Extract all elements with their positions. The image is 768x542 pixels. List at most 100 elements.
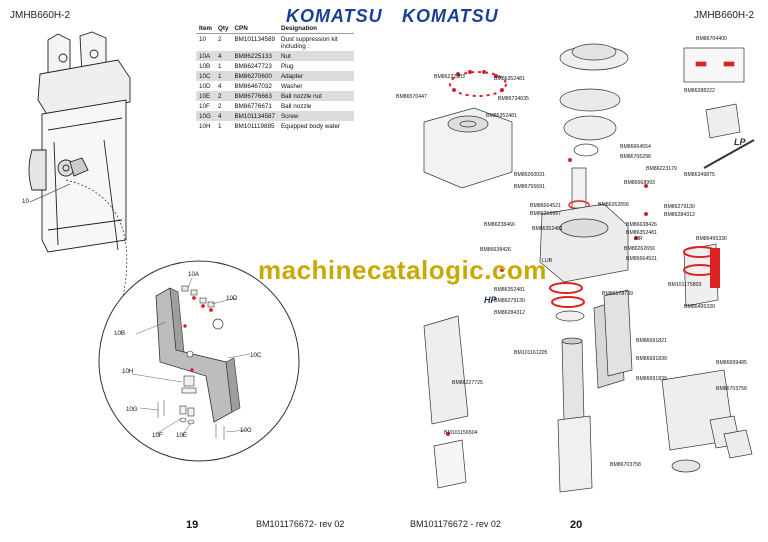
- part-callout: BM86349875: [684, 172, 715, 178]
- col-header-item: Item: [196, 24, 215, 34]
- cell-cpn: BM101119885: [234, 122, 275, 130]
- cell-cpn: BM86225133: [231, 51, 278, 61]
- part-callout: BM86223179: [646, 166, 677, 172]
- part-callout: BM86664521: [626, 256, 657, 262]
- callout-10c: 10C: [250, 352, 262, 359]
- part-callout: BM86664554: [620, 144, 651, 150]
- cell-designation: Ball nozzle: [280, 102, 312, 110]
- cell-designation: Washer: [280, 82, 303, 90]
- cell-item: 10F: [199, 102, 210, 110]
- part-callout: BM86256997: [530, 211, 561, 217]
- komatsu-logo-right: KOMATSU: [402, 6, 499, 26]
- breaker-top-illustration: [28, 31, 131, 253]
- part-callout: BM86668993: [624, 180, 655, 186]
- cell-designation: Dust suppression kit including :: [280, 35, 338, 50]
- part-callout: BM86495330: [684, 304, 715, 310]
- cell-item: 10G: [196, 111, 215, 121]
- part-callout: BM86279130: [664, 204, 695, 210]
- part-callout: BM86288222: [684, 88, 715, 94]
- part-callout: BM101175803: [668, 282, 702, 288]
- part-callout: BM86691839: [636, 356, 667, 362]
- part-callout: BM101156504: [444, 430, 478, 436]
- table-header-row: Item Qty CPN Designation: [196, 24, 354, 34]
- callout-line-10: [29, 183, 71, 203]
- cell-cpn: BM86467032: [234, 82, 272, 90]
- left-page: JMHB660H-2 KOMATSU Item Qty CPN Designat…: [10, 6, 383, 531]
- part-callout: BM86704400: [696, 36, 727, 42]
- callout-10b: 10B: [114, 330, 126, 337]
- page-number-right: 20: [570, 519, 583, 531]
- cell-qty: 1: [214, 71, 232, 81]
- part-callout: BM86352481: [486, 113, 517, 119]
- cell-item: 10B: [199, 62, 211, 70]
- cell-cpn: BM101134589: [234, 35, 275, 43]
- cell-item: 10A: [196, 51, 215, 61]
- part-callout: BM86352481: [532, 226, 563, 232]
- cell-item: 10: [199, 35, 207, 43]
- callout-10a: 10A: [188, 271, 200, 278]
- cell-designation: Plug: [280, 62, 294, 70]
- detail-circle: [98, 260, 300, 462]
- cell-item: 10D: [199, 82, 211, 90]
- cell-cpn: BM101134587: [231, 111, 278, 121]
- table-row: 10B 1 BM86247723 Plug: [196, 61, 354, 71]
- part-callout: BM86734035: [498, 96, 529, 102]
- komatsu-logo-left: KOMATSU: [286, 6, 383, 26]
- hp-tag: HP: [484, 295, 497, 305]
- part-callout: BM86262656: [598, 202, 629, 208]
- part-callout: BM86703758: [610, 462, 641, 468]
- part-callout: BM86238466: [484, 222, 515, 228]
- callout-10d: 10D: [226, 295, 238, 302]
- cell-item: 10E: [196, 91, 215, 101]
- cell-cpn: BM86776671: [234, 102, 272, 110]
- part-callout: BM86691839: [636, 376, 667, 382]
- cell-cpn: BM86776663: [231, 91, 278, 101]
- cell-cpn: BM86270600: [231, 71, 278, 81]
- part-callout: BM86262656: [624, 246, 655, 252]
- cell-qty: 1: [217, 62, 222, 70]
- col-header-designation: Designation: [277, 24, 354, 34]
- page-number-left: 19: [186, 519, 199, 531]
- cell-designation: Nut: [277, 51, 354, 61]
- part-callout: BM86227725: [452, 380, 483, 386]
- part-callout: BM101161205: [514, 350, 548, 356]
- cell-item: 10C: [196, 71, 215, 81]
- part-callout: BM86638426: [626, 222, 657, 228]
- part-callout: BM86279130: [494, 298, 525, 304]
- part-callout: BM86232803: [434, 74, 465, 80]
- right-page: KOMATSU JMHB660H-2: [384, 0, 768, 542]
- air-tag: AIR: [634, 236, 643, 242]
- part-callout: BM86578739: [602, 291, 633, 297]
- cell-qty: 4: [214, 111, 232, 121]
- cell-cpn: BM86247723: [234, 62, 272, 70]
- footer-right: BM101176672 - rev 02: [410, 519, 501, 529]
- part-callout: BM86706298: [620, 154, 651, 160]
- cell-designation: Adapter: [277, 71, 354, 81]
- part-callout: BM86495330: [696, 236, 727, 242]
- exploded-view-diagram: [423, 43, 755, 493]
- part-callout: BM86699485: [716, 360, 747, 366]
- cell-qty: 2: [217, 102, 222, 110]
- part-callout: BM86570447: [396, 94, 427, 100]
- callout-10f: 10F: [152, 432, 163, 439]
- part-callout: BM86691821: [636, 338, 667, 344]
- cell-designation: Screw: [277, 111, 354, 121]
- lub-tag: LUB: [542, 258, 553, 264]
- cell-designation: Ball nozzle nut: [277, 91, 354, 101]
- callout-10g-left: 10G: [126, 406, 138, 413]
- cell-qty: 2: [214, 91, 232, 101]
- part-callout: BM86664521: [530, 203, 561, 209]
- footer-left: BM101176672- rev 02: [256, 519, 345, 529]
- table-row: 10F 2 BM86776671 Ball nozzle: [196, 101, 354, 111]
- part-callout: BM86284312: [664, 212, 695, 218]
- callout-10g-right: 10G: [240, 427, 252, 434]
- part-callout: BM86352481: [494, 287, 525, 293]
- col-header-qty: Qty: [214, 24, 232, 34]
- part-callout: BM86260031: [514, 172, 545, 178]
